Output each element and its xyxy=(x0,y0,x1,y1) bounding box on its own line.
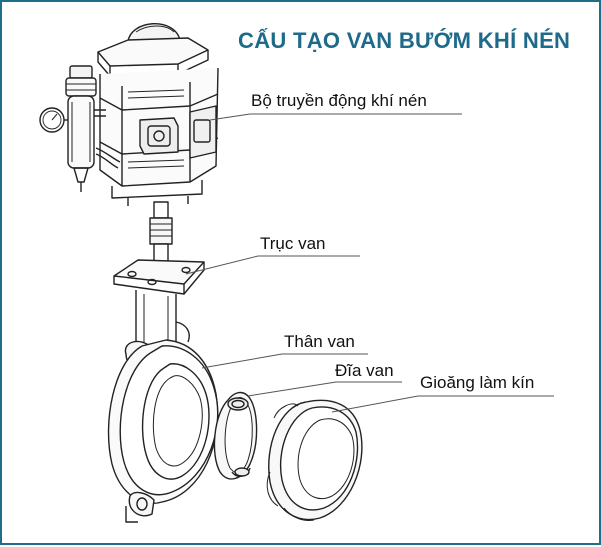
valve-disc-drawing xyxy=(213,391,258,480)
seal-gasket-drawing xyxy=(266,399,363,521)
valve-stem-drawing xyxy=(149,201,173,269)
label-pneumatic-actuator: Bộ truyền động khí nén xyxy=(251,91,427,110)
label-valve-body: Thân van xyxy=(284,332,355,351)
label-seal-gasket: Gioăng làm kín xyxy=(420,373,535,392)
label-valve-disc: Đĩa van xyxy=(335,361,394,380)
valve-body-drawing xyxy=(107,259,219,523)
pneumatic-actuator-drawing xyxy=(39,23,219,206)
leader-lines xyxy=(185,113,554,413)
page-title: CẤU TẠO VAN BƯỚM KHÍ NÉN xyxy=(238,28,571,53)
label-valve-stem: Trục van xyxy=(260,234,326,253)
